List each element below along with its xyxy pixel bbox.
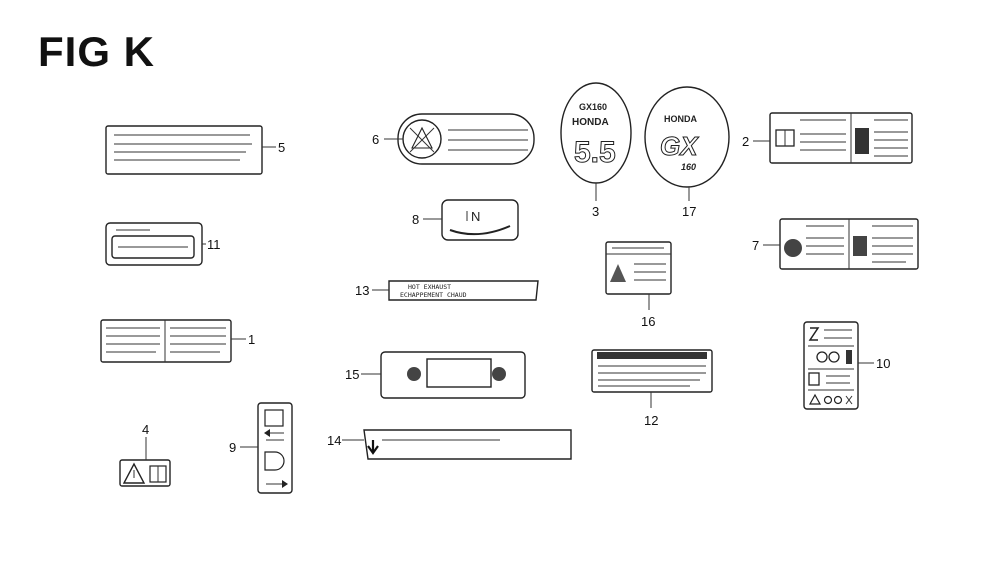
choke-letter-text: N [471, 209, 480, 224]
emblem17-brand-text: HONDA [664, 114, 697, 124]
exhaust-text-en: HOT EXHAUST [408, 283, 451, 291]
label-part-4[interactable] [119, 459, 171, 487]
callout-3: 3 [592, 204, 599, 219]
label-part-12[interactable] [591, 349, 713, 393]
callout-16: 16 [641, 314, 655, 329]
callout-7: 7 [752, 238, 759, 253]
down-arrow-icon [367, 440, 379, 455]
emblem3-value-text: 5.5 [574, 136, 616, 169]
label-part-14[interactable] [363, 429, 572, 460]
callout-13: 13 [355, 283, 369, 298]
label-part-15[interactable] [380, 351, 526, 399]
callout-17: 17 [682, 204, 696, 219]
label-part-2[interactable] [769, 112, 913, 164]
exhaust-text-fr: ECHAPPEMENT CHAUD [400, 291, 467, 299]
label-part-7[interactable] [779, 218, 919, 270]
callout-1: 1 [248, 332, 255, 347]
callout-14: 14 [327, 433, 341, 448]
emblem3-top-text: GX160 [579, 102, 607, 112]
warning-triangle-icon [122, 462, 146, 484]
fire-warning-icon [411, 126, 433, 149]
callout-5: 5 [278, 140, 285, 155]
emblem17-num-text: 160 [681, 162, 696, 172]
warning-triangle-icon [610, 264, 626, 282]
label-part-9[interactable] [257, 402, 293, 494]
label-part-13[interactable]: HOT EXHAUST ECHAPPEMENT CHAUD [388, 280, 539, 301]
emblem3-brand-text: HONDA [572, 117, 609, 128]
callout-2: 2 [742, 134, 749, 149]
label-part-10[interactable] [803, 321, 859, 410]
emblem-part-17[interactable]: HONDA GX 160 [644, 86, 730, 188]
callout-15: 15 [345, 367, 359, 382]
label-part-16[interactable] [605, 241, 672, 295]
emblem-part-3[interactable]: GX160 HONDA 5.5 [560, 82, 632, 184]
callout-9: 9 [229, 440, 236, 455]
label-part-8[interactable]: N [441, 199, 519, 241]
callout-10: 10 [876, 356, 890, 371]
label-part-1[interactable] [100, 319, 232, 363]
label-part-5[interactable] [105, 125, 263, 175]
operator-figure-icon [784, 239, 802, 257]
fuel-icon [407, 367, 421, 381]
oil-icon [492, 367, 506, 381]
figure-title: FIG K [38, 28, 155, 75]
emblem17-model-text: GX [660, 131, 699, 161]
hazard-figure-icon [853, 236, 867, 256]
label-part-6[interactable] [397, 113, 535, 165]
callout-8: 8 [412, 212, 419, 227]
label-part-11[interactable] [105, 222, 203, 266]
callout-4: 4 [142, 422, 149, 437]
callout-12: 12 [644, 413, 658, 428]
callout-11: 11 [207, 237, 221, 252]
callout-6: 6 [372, 132, 379, 147]
